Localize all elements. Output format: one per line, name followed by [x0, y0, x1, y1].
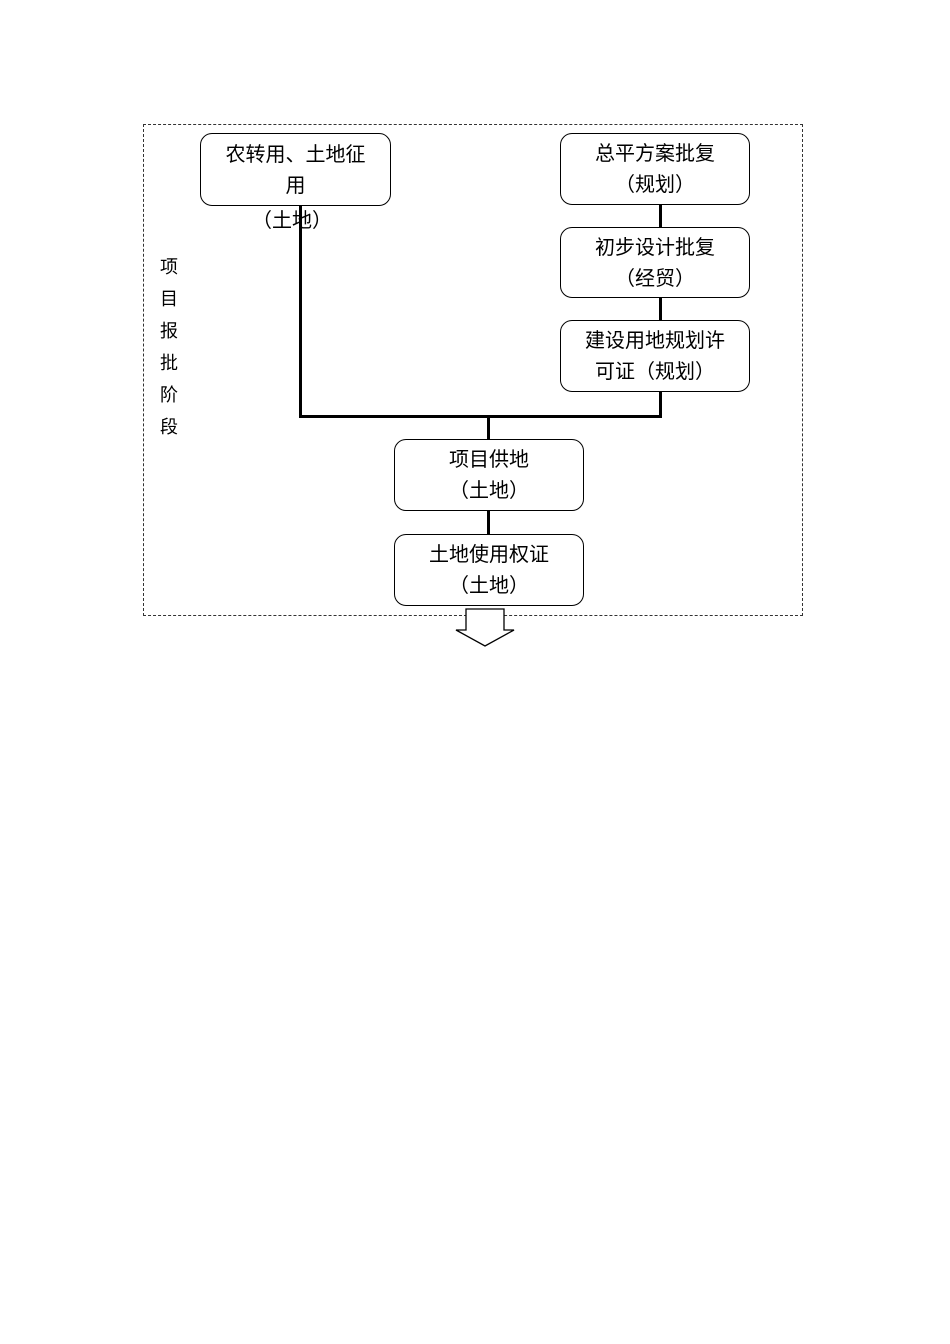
node-text: 土地使用权证	[429, 542, 549, 566]
node-planning-permit: 建设用地规划许 可证（规划）	[560, 320, 750, 392]
stage-label-char: 批	[160, 353, 178, 374]
node-land-conversion: 农转用、土地征 用	[200, 133, 391, 206]
connector-right-3	[659, 391, 662, 418]
stage-label-char: 阶	[160, 385, 178, 406]
stage-label-char: 目	[160, 289, 178, 310]
stage-label-char: 项	[160, 257, 178, 278]
land-conversion-note: （土地）	[252, 208, 332, 232]
node-master-plan-approval: 总平方案批复 （规划）	[560, 133, 750, 205]
down-arrow-icon	[455, 608, 515, 647]
node-preliminary-design-approval: 初步设计批复 （经贸）	[560, 227, 750, 298]
node-text: （土地）	[449, 478, 529, 502]
node-text: 初步设计批复	[595, 234, 715, 259]
connector-right-2	[659, 297, 662, 321]
node-text: 总平方案批复	[595, 141, 715, 165]
connector-left-vertical	[299, 205, 302, 418]
node-text: 农转用、土地征	[225, 141, 366, 166]
node-land-supply: 项目供地 （土地）	[394, 439, 584, 511]
node-text: 用	[285, 172, 306, 197]
node-text: （经贸）	[615, 265, 695, 290]
stage-label-char: 报	[160, 321, 178, 342]
node-text: 可证（规划）	[595, 359, 715, 383]
node-text: 建设用地规划许	[585, 328, 725, 352]
node-text: 项目供地	[449, 447, 529, 471]
connector-center-1	[487, 415, 490, 440]
node-text: （土地）	[449, 573, 529, 597]
connector-center-2	[487, 510, 490, 535]
node-text: （规划）	[615, 172, 695, 196]
node-land-use-certificate: 土地使用权证 （土地）	[394, 534, 584, 606]
connector-horizontal	[299, 415, 662, 418]
stage-label-char: 段	[160, 417, 178, 438]
connector-right-1	[659, 204, 662, 228]
stage-label: 项 目 报 批 阶 段	[156, 252, 182, 444]
